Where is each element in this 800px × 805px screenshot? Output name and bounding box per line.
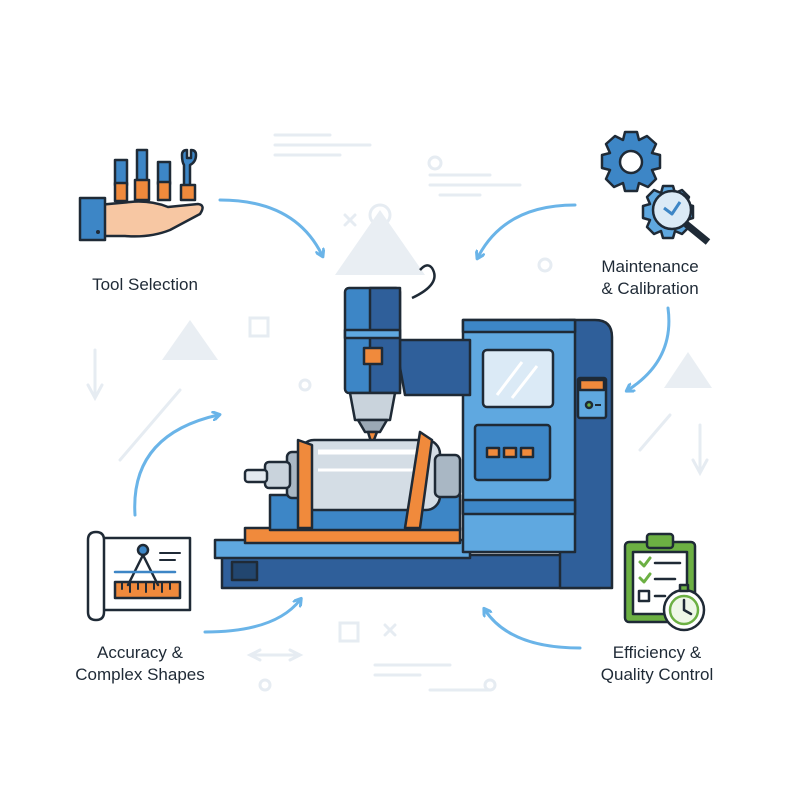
label-line: & Calibration bbox=[601, 279, 699, 298]
label-line: Maintenance bbox=[601, 257, 699, 276]
label-line: Accuracy & bbox=[97, 643, 183, 662]
label-line: Quality Control bbox=[600, 665, 714, 684]
gears-magnifier-icon bbox=[600, 130, 711, 245]
clipboard-stopwatch-icon bbox=[623, 532, 706, 632]
arrow-maintenance-to-machine bbox=[478, 203, 577, 257]
hand-holding-tools-icon bbox=[78, 148, 204, 242]
blueprint-compass-icon bbox=[86, 530, 192, 622]
arrow-efficiency-to-machine bbox=[485, 610, 582, 650]
label-line: Complex Shapes bbox=[75, 665, 205, 684]
label-line: Efficiency & bbox=[612, 643, 702, 662]
arrow-maintenance-down bbox=[628, 306, 671, 390]
label-accuracy: Accuracy & Complex Shapes bbox=[55, 642, 225, 686]
background-triangles bbox=[162, 210, 712, 388]
label-tool-selection: Tool Selection bbox=[60, 274, 230, 296]
arrow-accuracy-up bbox=[133, 415, 218, 517]
background-decorations bbox=[86, 133, 709, 692]
cnc-machine-icon bbox=[213, 264, 614, 590]
label-efficiency: Efficiency & Quality Control bbox=[572, 642, 742, 686]
label-line: Tool Selection bbox=[92, 275, 198, 294]
arrow-tool-to-machine bbox=[218, 198, 322, 255]
label-maintenance: Maintenance & Calibration bbox=[565, 256, 735, 300]
flow-arrows bbox=[133, 198, 671, 650]
arrow-accuracy-to-machine bbox=[203, 600, 300, 634]
